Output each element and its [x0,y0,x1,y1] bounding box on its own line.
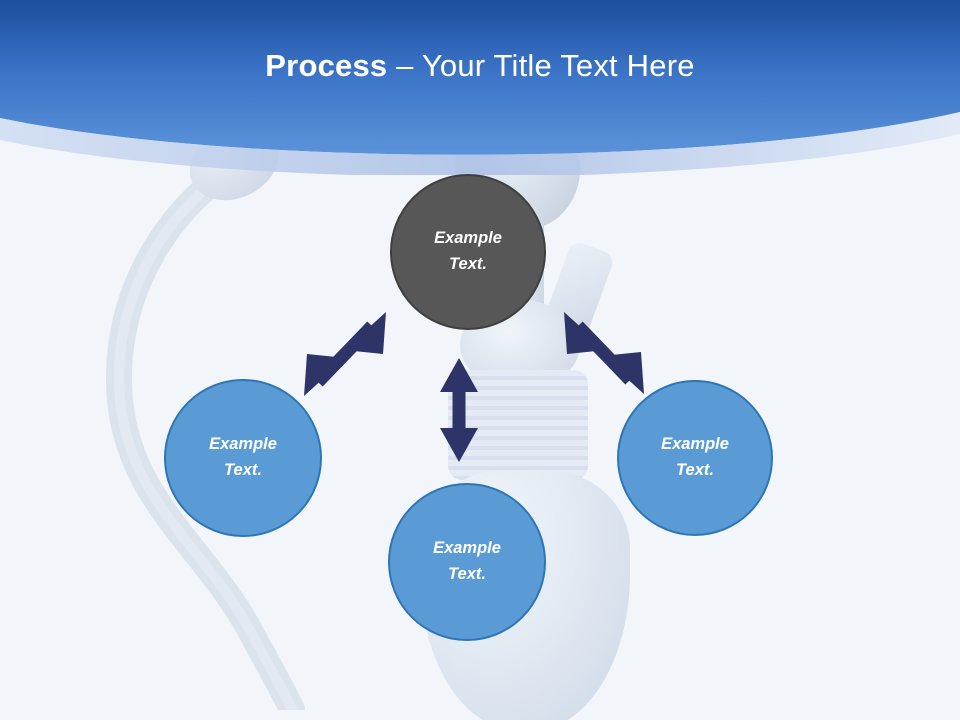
title-banner [0,0,960,175]
node-left-line2: Text. [224,461,262,479]
page-title-bold: Process [265,48,388,83]
diagram-node-bottom[interactable]: Example Text. [388,483,546,641]
node-right-line1: Example [661,435,729,454]
page-title: Process – Your Title Text Here [0,48,960,84]
arrow-center-bottom [440,358,478,462]
node-right-line2: Text. [676,461,714,479]
node-bottom-line1: Example [433,539,501,558]
photo-part-hose [106,142,305,710]
page-title-separator: – [387,48,422,83]
node-left-line1: Example [209,435,277,454]
node-center-line2: Text. [449,255,487,273]
banner-shape [0,0,960,175]
diagram-node-right[interactable]: Example Text. [617,380,773,536]
node-bottom-line2: Text. [448,565,486,583]
arrow-center-right [564,312,644,394]
diagram-node-left[interactable]: Example Text. [164,379,322,537]
page-title-light: Your Title Text Here [421,48,695,83]
arrow-center-left [304,312,386,396]
diagram-node-center[interactable]: Example Text. [390,174,546,330]
node-center-line1: Example [434,229,502,248]
